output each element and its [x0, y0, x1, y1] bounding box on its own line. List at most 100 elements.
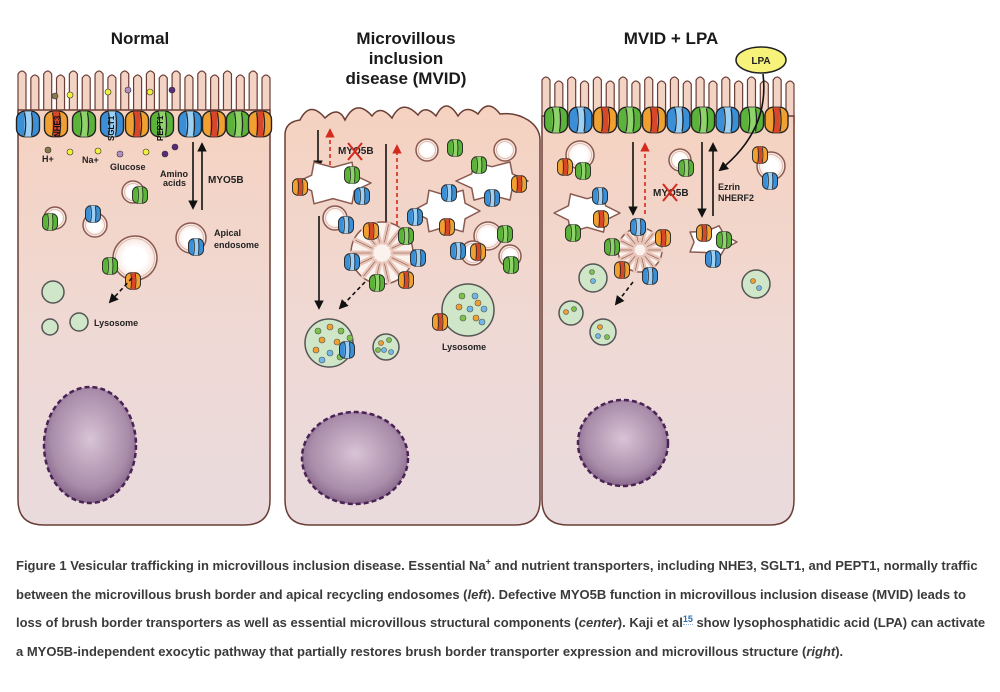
- cargo-dot: [346, 334, 354, 342]
- cargo-dot: [326, 349, 334, 357]
- cargo-dot: [571, 306, 577, 312]
- cargo-dot: [378, 340, 384, 346]
- transporter-blue: [715, 106, 740, 134]
- inclusion-microvilli: [344, 221, 426, 292]
- transporter-green: [369, 274, 385, 292]
- cargo-dot: [478, 318, 486, 326]
- caption-label: Figure 1: [16, 558, 67, 573]
- transporter-blue: [407, 208, 423, 226]
- transporter-blue: [642, 267, 658, 285]
- caption-text: ). Defective MYO5B function in microvill…: [16, 586, 966, 631]
- microvillus: [197, 70, 207, 118]
- nucleus: [42, 385, 138, 505]
- transporter-green: [497, 225, 513, 243]
- transporter-green: [503, 256, 519, 274]
- transporter-orange: [655, 229, 671, 247]
- reference-link[interactable]: 15: [682, 613, 693, 625]
- substrate-label-na: Na+: [82, 155, 99, 165]
- cargo-dot: [590, 278, 596, 284]
- transporter-blue: [666, 106, 691, 134]
- transporter-blue: [85, 205, 101, 223]
- transporter-blue: [450, 242, 466, 260]
- transporter-blue: [410, 249, 426, 267]
- caption-text: show lysophosphatidic acid (LPA) can act…: [16, 615, 986, 659]
- transporter-blue: [592, 187, 608, 205]
- cargo-dot: [459, 314, 467, 322]
- figure-caption: Figure 1 Vesicular trafficking in microv…: [16, 552, 991, 666]
- transporter-blue: [441, 184, 457, 202]
- transporter-orange: [764, 106, 789, 134]
- microvillus: [107, 74, 117, 118]
- transporter-orange: [614, 261, 630, 279]
- lpa-badge-label: LPA: [751, 56, 770, 67]
- degradation-arrow: [614, 281, 634, 306]
- panel-title-mvid-lpa: MVID + LPA: [624, 29, 719, 48]
- panel-normal: Normal NHE3 SGLT1 PEPT1 H+ Na+ Glucose A…: [15, 29, 273, 526]
- cargo-dot: [386, 337, 392, 343]
- microvillus: [184, 74, 194, 118]
- transporter-orange: [641, 106, 667, 134]
- cargo-dot: [563, 309, 569, 315]
- caption-italic-center: center: [578, 615, 618, 630]
- blocked-x-icon: [662, 183, 678, 202]
- caption-italic-right: right: [806, 643, 836, 659]
- lysosome: [578, 263, 608, 293]
- label-endosome: endosome: [214, 240, 259, 250]
- transporter-orange: [439, 218, 455, 236]
- figure-illustration: Normal NHE3 SGLT1 PEPT1 H+ Na+ Glucose A…: [15, 29, 795, 526]
- transporter-blue: [354, 187, 370, 205]
- cargo-dot: [472, 314, 480, 322]
- transporter-blue: [15, 110, 41, 138]
- transporter-orange: [557, 158, 573, 176]
- cargo-dot: [314, 327, 322, 335]
- lysosome: [558, 300, 584, 326]
- degradation-arrow: [338, 281, 366, 310]
- substrate-label-h: H+: [42, 154, 54, 164]
- caption-superscript: +: [485, 556, 491, 567]
- caption-text: ). Kaji et al: [617, 615, 683, 630]
- cargo-dot: [466, 305, 474, 313]
- cargo-dot: [474, 299, 482, 307]
- cargo-dot: [388, 349, 394, 355]
- nucleus: [576, 398, 670, 488]
- transporter-green: [617, 106, 642, 134]
- lysosome: [741, 269, 771, 299]
- cargo-dot: [318, 356, 326, 364]
- transporter-orange: [363, 222, 379, 240]
- microvillus: [210, 74, 220, 118]
- cargo-dot: [595, 333, 601, 339]
- transporter-orange: [470, 243, 486, 261]
- microvillus: [68, 70, 78, 118]
- transporter-blue: [568, 106, 593, 134]
- lysosome: [589, 318, 617, 346]
- vesicles: [292, 138, 529, 274]
- transporter-orange: [124, 110, 150, 138]
- lpa-badge-shape: [735, 46, 787, 74]
- transporter-orange: [593, 210, 609, 228]
- microvillus: [30, 74, 40, 118]
- transporter-green: [471, 156, 487, 174]
- microvillus: [171, 70, 181, 118]
- transporter-orange: [432, 313, 448, 331]
- transporter-green: [543, 106, 569, 134]
- transporter-orange: [398, 271, 414, 289]
- transporter-blue: [177, 110, 203, 138]
- transporter-green: [565, 224, 581, 242]
- cargo-dot: [337, 327, 345, 335]
- caption-text: and nutrient transporters, including NHE…: [16, 558, 978, 602]
- pathway-label-myo5b: MYO5B: [208, 175, 244, 186]
- microvilli: [17, 70, 271, 118]
- nucleus: [300, 410, 410, 506]
- transporter-green: [716, 231, 732, 249]
- cargo-dot: [326, 323, 334, 331]
- transporter-orange: [592, 106, 618, 134]
- label-apical: Apical: [214, 228, 241, 238]
- transporter-blue: [99, 110, 125, 138]
- pathway-label-nherf2: NHERF2: [718, 193, 754, 203]
- transporter-blue: [339, 341, 355, 359]
- substrate-label-amino-acids-2: acids: [163, 178, 186, 188]
- transporter-green: [690, 106, 716, 134]
- transporter-green: [225, 110, 251, 138]
- cargo-dot: [756, 285, 762, 291]
- brush-border-transporters: [15, 86, 273, 158]
